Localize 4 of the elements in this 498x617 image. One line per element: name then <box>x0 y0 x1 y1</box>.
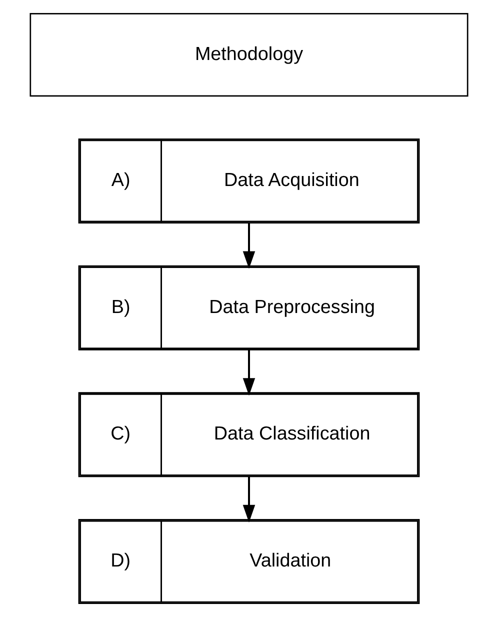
arrow <box>242 222 256 269</box>
arrow <box>242 476 256 522</box>
node-box: Methodology <box>30 12 468 97</box>
arrow <box>242 350 256 396</box>
